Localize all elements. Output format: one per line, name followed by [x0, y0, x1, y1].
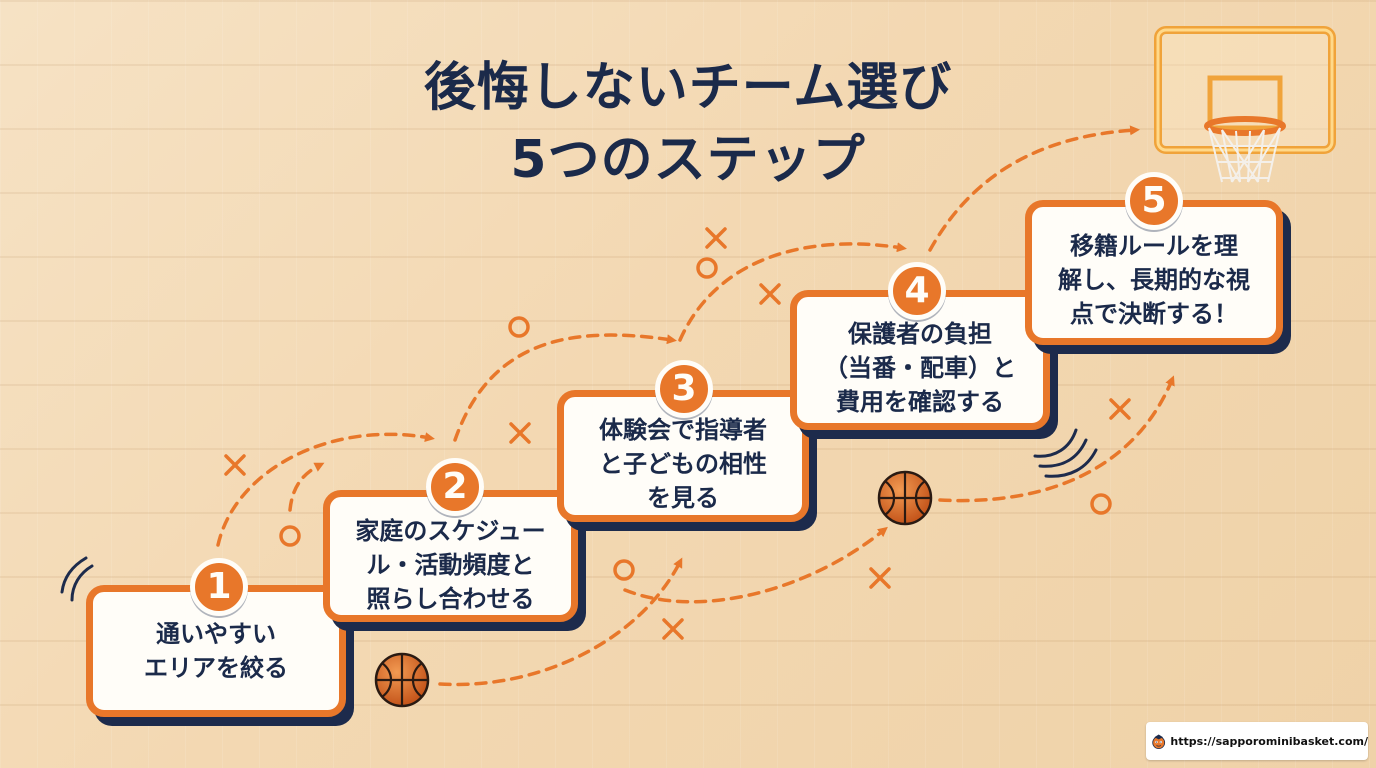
step-number-badge-2: 2 — [426, 458, 484, 516]
x-mark-icon — [759, 283, 781, 305]
hoop-icon — [1154, 26, 1336, 183]
dashed-arrow — [216, 432, 435, 547]
step-text: 移籍ルールを理 解し、長期的な視 点で決断する！ — [1058, 231, 1250, 328]
mascot-icon — [1152, 734, 1166, 750]
step-text: 通いやすい エリアを絞る — [144, 620, 288, 682]
o-mark-icon — [279, 525, 301, 547]
x-mark-icon — [662, 618, 684, 640]
o-mark-icon — [1090, 493, 1112, 515]
basketball-icon — [877, 470, 933, 526]
o-mark-icon — [613, 559, 635, 581]
dashed-arrow — [938, 375, 1175, 503]
dashed-arrow — [453, 333, 677, 442]
dashed-arrow — [623, 526, 888, 604]
step-text: 家庭のスケジュー ル・活動頻度と 照らし合わせる — [355, 517, 546, 613]
motion-lines-icon — [60, 556, 94, 602]
x-mark-icon — [224, 454, 246, 476]
dashed-arrow — [928, 125, 1140, 252]
basketball-icon — [374, 652, 430, 708]
x-mark-icon — [705, 227, 727, 249]
dashed-arrow — [678, 242, 907, 342]
x-mark-icon — [509, 422, 531, 444]
site-url-text[interactable]: https://sapporominibasket.com/ — [1170, 734, 1368, 748]
page-title: 後悔しないチーム選び — [423, 58, 953, 118]
step-text: 保護者の負担 （当番・配車）と 費用を確認する — [824, 320, 1016, 416]
o-mark-icon — [696, 257, 718, 279]
o-mark-icon — [508, 316, 530, 338]
step-number-badge-3: 3 — [655, 360, 713, 418]
step-number-badge-1: 1 — [190, 558, 248, 616]
step-number-badge-4: 4 — [888, 262, 946, 320]
page-subtitle: 5つのステップ — [510, 130, 866, 190]
step-number-badge-5: 5 — [1125, 172, 1183, 230]
step-text: 体験会で指導者 と子どもの相性 を見る — [599, 416, 767, 512]
site-url-badge[interactable]: https://sapporominibasket.com/ — [1146, 722, 1368, 760]
x-mark-icon — [869, 567, 891, 589]
dashed-arrow — [288, 462, 325, 512]
motion-lines-icon — [1033, 428, 1098, 478]
dashed-arrow — [438, 557, 683, 687]
x-mark-icon — [1109, 398, 1131, 420]
